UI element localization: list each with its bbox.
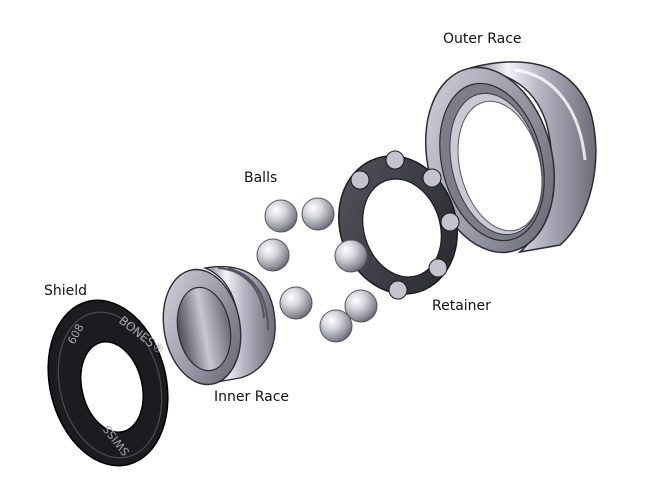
shield-part: BONES® SWISS 608 [47,299,169,467]
inner-race-part [162,265,276,386]
shield-label: Shield [44,283,88,299]
balls-group [256,197,378,343]
inner-race-label: Inner Race [214,389,290,405]
balls-label: Balls [244,170,278,186]
outer-race-part [424,61,597,254]
outer-race-label: Outer Race [443,31,522,47]
retainer-label: Retainer [432,298,491,314]
